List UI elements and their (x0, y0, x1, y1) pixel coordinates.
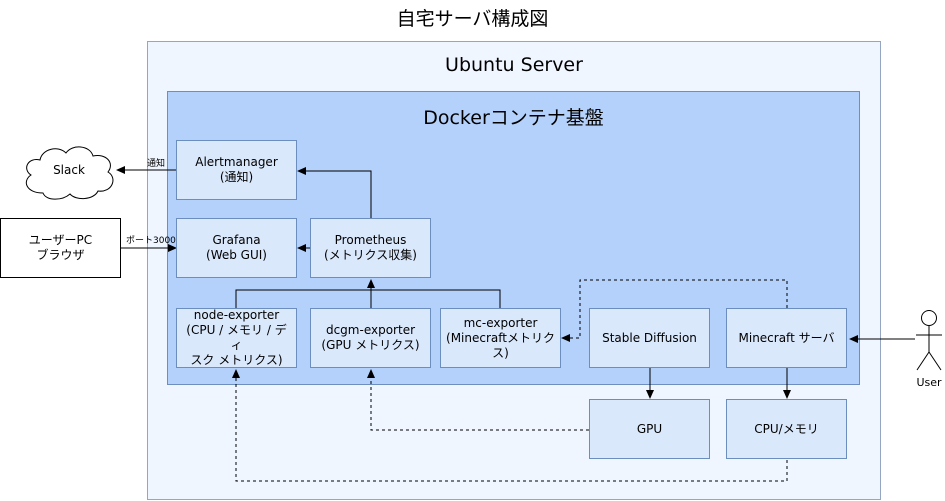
prometheus-line1: Prometheus (334, 233, 407, 247)
grafana-node: Grafana (Web GUI) (176, 218, 297, 278)
user-pc-line2: ブラウザ (36, 248, 85, 262)
grafana-line1: Grafana (212, 233, 261, 247)
edge-label-notify: 通知 (147, 159, 166, 169)
diagram-title: 自宅サーバ構成図 (396, 8, 549, 30)
cpu-memory-node: CPU/メモリ (726, 399, 847, 459)
mc-exporter-node: mc-exporter (Minecraftメトリク ス) (440, 308, 561, 368)
mc-exporter-line2: (Minecraftメトリク (446, 330, 555, 345)
mc-exporter-line1: mc-exporter (463, 315, 538, 330)
node-exporter-node: node-exporter (CPU / メモリ / ディ スク メトリクス) (176, 308, 297, 368)
edge-prometheus-alertmanager (297, 167, 372, 218)
grafana-line2: (Web GUI) (206, 248, 267, 262)
node-exporter-line1: node-exporter (193, 308, 280, 322)
minecraft-server-node: Minecraft サーバ (726, 308, 847, 368)
stable-diffusion-label: Stable Diffusion (602, 330, 697, 345)
slack-label: Slack (53, 163, 85, 177)
node-exporter-line2: (CPU / メモリ / ディ (186, 323, 287, 352)
edge-gpu-dcgm (367, 369, 589, 431)
alertmanager-line1: Alertmanager (195, 155, 278, 169)
edge-nodeexp-prometheus (235, 289, 501, 308)
prometheus-node: Prometheus (メトリクス収集) (310, 218, 431, 278)
alertmanager-line2: (通知) (219, 170, 254, 184)
gpu-label: GPU (636, 421, 663, 436)
dcgm-exporter-node: dcgm-exporter (GPU メトリクス) (310, 308, 431, 368)
prometheus-line2: (メトリクス収集) (323, 248, 417, 262)
minecraft-server-label: Minecraft サーバ (738, 330, 835, 345)
cpu-memory-label: CPU/メモリ (754, 421, 819, 436)
user-label: User (916, 376, 942, 389)
stable-diffusion-node: Stable Diffusion (589, 308, 710, 368)
node-exporter-line3: スク メトリクス) (190, 353, 283, 367)
gpu-node: GPU (589, 399, 710, 459)
edge-cpu-nodeexp (232, 369, 788, 482)
edge-label-port: ポート3000 (126, 236, 176, 246)
docker-label: Dockerコンテナ基盤 (423, 107, 604, 129)
ubuntu-server-label: Ubuntu Server (445, 54, 583, 76)
user-actor-icon (916, 310, 942, 371)
alertmanager-node: Alertmanager (通知) (176, 140, 297, 200)
edge-mc-mcexporter (561, 279, 788, 342)
dcgm-exporter-line1: dcgm-exporter (325, 323, 416, 337)
mc-exporter-line3: ス) (492, 345, 509, 360)
user-pc-node: ユーザーPC ブラウザ (0, 218, 121, 278)
dcgm-exporter-line2: (GPU メトリクス) (321, 338, 420, 352)
slack-cloud-icon (25, 146, 114, 200)
user-pc-line1: ユーザーPC (28, 233, 93, 247)
